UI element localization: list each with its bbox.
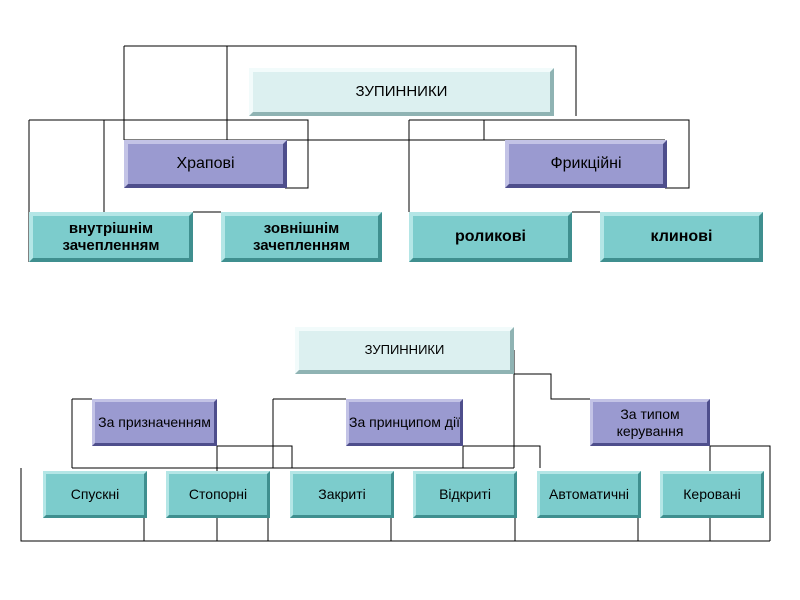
top-group-friction-label: Фрикційні xyxy=(550,154,622,172)
connector-bottom-main xyxy=(72,374,515,469)
bottom-group-principle-label: За принципом дії xyxy=(349,414,460,431)
top-leaf-external-label: зовнішнім зачепленням xyxy=(253,219,350,254)
connector-bottom-left xyxy=(71,398,293,541)
connector-bottom-root xyxy=(513,350,590,400)
bottom-leaf-open-label: Відкриті xyxy=(439,486,491,503)
top-leaf-roller: роликові xyxy=(409,212,572,262)
bottom-leaf-controlled-label: Керовані xyxy=(683,486,741,503)
top-root-box: ЗУПИННИКИ xyxy=(249,68,554,116)
top-leaf-internal: внутрішнім зачепленням xyxy=(29,212,193,262)
top-leaf-external: зовнішнім зачепленням xyxy=(221,212,382,262)
bottom-group-purpose-label: За призначенням xyxy=(98,414,211,431)
bottom-leaf-open: Відкриті xyxy=(413,471,517,518)
bottom-leaf-controlled: Керовані xyxy=(660,471,764,518)
bottom-leaf-automatic: Автоматичні xyxy=(537,471,641,518)
bottom-leaf-closed: Закриті xyxy=(290,471,394,518)
connector-top-right-frame xyxy=(408,119,690,212)
connector-bottom-leaves-frame xyxy=(20,468,770,542)
top-leaf-wedge-label: клинові xyxy=(650,227,713,245)
connector-bottom-leaf-ticks xyxy=(143,518,639,541)
top-leaf-internal-label: внутрішнім зачепленням xyxy=(62,219,160,254)
top-root-label: ЗУПИННИКИ xyxy=(355,83,448,101)
top-group-ratchet-label: Храпові xyxy=(176,154,235,172)
top-group-friction: Фрикційні xyxy=(505,140,667,188)
bottom-leaf-release-label: Спускні xyxy=(70,486,120,503)
top-group-ratchet: Храпові xyxy=(124,140,287,188)
bottom-root-box: ЗУПИННИКИ xyxy=(295,327,514,374)
connector-top-root-frame xyxy=(123,45,577,140)
bottom-group-purpose: За призначенням xyxy=(92,399,217,446)
bottom-group-principle: За принципом дії xyxy=(346,399,463,446)
bottom-group-control: За типом керування xyxy=(590,399,710,446)
bottom-leaf-closed-label: Закриті xyxy=(318,486,366,503)
bottom-group-control-label: За типом керування xyxy=(616,406,684,439)
bottom-leaf-release: Спускні xyxy=(43,471,147,518)
bottom-leaf-stop-label: Стопорні xyxy=(188,486,248,503)
top-leaf-roller-label: роликові xyxy=(455,227,526,245)
bottom-leaf-automatic-label: Автоматичні xyxy=(549,486,629,503)
bottom-leaf-stop: Стопорні xyxy=(166,471,270,518)
top-leaf-wedge: клинові xyxy=(600,212,763,262)
connector-bottom-mid xyxy=(272,398,541,468)
bottom-root-label: ЗУПИННИКИ xyxy=(364,342,445,358)
